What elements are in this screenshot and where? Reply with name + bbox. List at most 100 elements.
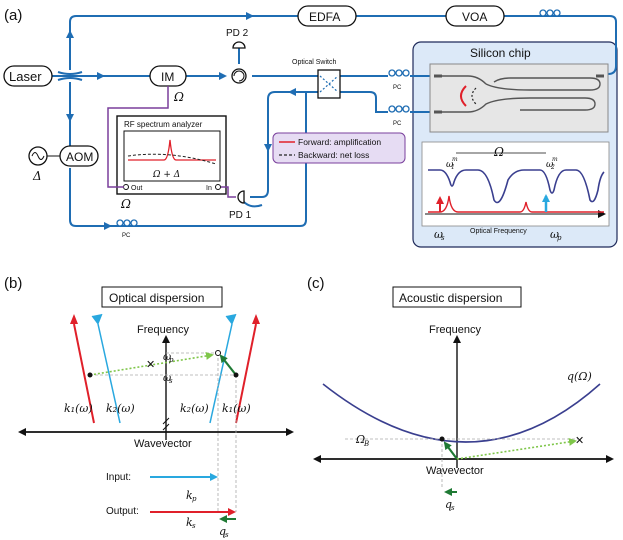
ks-sub: s: [192, 522, 196, 530]
pc-label-2: PC: [393, 121, 402, 127]
voa-box: [445, 5, 505, 27]
k1-left-label: k₁(ω): [64, 402, 93, 415]
circulator-arrow: [233, 70, 245, 82]
legend-box: [272, 132, 406, 164]
fiber-coupler: [57, 71, 83, 81]
spectrum-transmission: [428, 169, 605, 204]
signal-point-left: [87, 372, 93, 378]
rf-out-port: [123, 184, 129, 190]
phonon-point: [439, 436, 445, 442]
pd2-detector: [232, 41, 246, 49]
branch-k1-left: [73, 323, 95, 424]
delta-label: Δ: [32, 169, 42, 183]
wp-sub: p: [169, 356, 174, 364]
pc-coil-bottom: [116, 219, 138, 227]
omega-b-sub: B: [363, 440, 369, 448]
qs-sub-b: s: [225, 531, 229, 539]
omega2-sub: 2: [550, 164, 555, 171]
axis-break: [162, 417, 170, 431]
wp-label: ω: [163, 352, 171, 363]
acoustic-x-label: Wavevector: [426, 465, 484, 477]
rf-in-label: In: [206, 185, 212, 192]
rf-in-port: [215, 184, 221, 190]
omega2: ω: [546, 160, 554, 170]
qs-label-b: q: [219, 525, 226, 538]
input-label: Input:: [106, 472, 131, 483]
pd1-label: PD 1: [229, 210, 252, 221]
branch-k1-left-tip: [70, 314, 78, 324]
output-label: Output:: [106, 506, 139, 517]
switch-paths: [319, 75, 339, 93]
branch-k2-left-tip: [91, 313, 103, 326]
ws-label: ω: [163, 373, 171, 384]
rf-peak-label: Ω + Δ: [152, 170, 180, 180]
rf-trace: [128, 139, 216, 161]
pc-coil-2: [388, 105, 410, 113]
omega1-sub: 1: [451, 164, 455, 171]
panel-label-c: (c): [307, 275, 325, 292]
edfa-box: [297, 5, 357, 27]
branch-k1-right-tip: [252, 314, 260, 324]
chip-title: Silicon chip: [470, 46, 531, 60]
rf-cable-out: [107, 86, 169, 188]
rf-out-label: Out: [131, 185, 142, 192]
spectrum-omega: Ω: [493, 145, 504, 159]
omega1: ω: [446, 160, 454, 170]
pc-label-1: PC: [393, 85, 402, 91]
qs-sub-c: s: [451, 504, 455, 512]
ws-sub: s: [169, 377, 173, 385]
ks-label: k: [186, 516, 193, 529]
optical-title: Optical dispersion: [109, 291, 204, 305]
acoustic-y-label: Frequency: [429, 324, 481, 336]
aom-label: AOM: [66, 150, 93, 164]
branch-k1-right: [235, 323, 257, 424]
k1-right-label: k₁(ω): [222, 402, 251, 415]
k2-right-label: k₂(ω): [180, 402, 209, 415]
acoustic-curve-label: q(Ω): [567, 370, 592, 383]
phonon-arrow: [219, 354, 237, 376]
optical-x-label: Wavevector: [134, 438, 192, 450]
optical-y-label: Frequency: [137, 324, 189, 336]
pc-coil-1: [388, 69, 410, 77]
pd2-label: PD 2: [226, 28, 249, 39]
pump-point: [215, 350, 221, 356]
laser-label: Laser: [9, 69, 42, 84]
acoustic-title: Acoustic dispersion: [399, 291, 502, 305]
im-omega: Ω: [173, 90, 184, 104]
rf-omega: Ω: [120, 197, 131, 211]
optical-switch-label: Optical Switch: [292, 59, 336, 66]
omega-s-sub: s: [441, 234, 445, 242]
chip-backward-arc: [471, 87, 477, 105]
pd1-detector: [237, 190, 245, 204]
acoustic-title-box: [392, 286, 522, 308]
rf-screen: [123, 130, 221, 182]
optical-frequency-label: Optical Frequency: [470, 228, 527, 235]
spectrum-response: [428, 195, 604, 213]
chip-waveguides: [434, 75, 601, 113]
branch-k2-right: [209, 323, 233, 424]
qs-label-c: q: [445, 498, 452, 511]
omega1-sup: m: [452, 156, 458, 163]
omega2-sup: m: [552, 156, 558, 163]
phonon-arrow-c: [443, 441, 458, 460]
acoustic-dispersion-curve: [322, 383, 601, 443]
signal-point-right: [233, 372, 239, 378]
rf-cable-in: [221, 186, 236, 198]
branch-k2-left: [97, 323, 121, 424]
chip-couplers-left: [434, 74, 442, 114]
pc-label-bottom: PC: [122, 233, 131, 239]
omega-p-sub: p: [557, 234, 562, 242]
edfa-label: EDFA: [309, 10, 340, 24]
omega-s-label: ω: [434, 228, 443, 241]
legend-backward: Backward: net loss: [298, 150, 369, 160]
forbidden-mark-c: ✕: [575, 435, 584, 447]
kp-sub: p: [192, 495, 197, 503]
k2-left-label: k₂(ω): [106, 402, 135, 415]
sine-icon: [31, 152, 45, 160]
pump-transition: [89, 352, 214, 376]
panel-label-a: (a): [4, 7, 22, 24]
branch-k2-right-tip: [225, 313, 237, 326]
rf-title: RF spectrum analyzer: [124, 120, 203, 129]
im-label: IM: [161, 70, 174, 84]
